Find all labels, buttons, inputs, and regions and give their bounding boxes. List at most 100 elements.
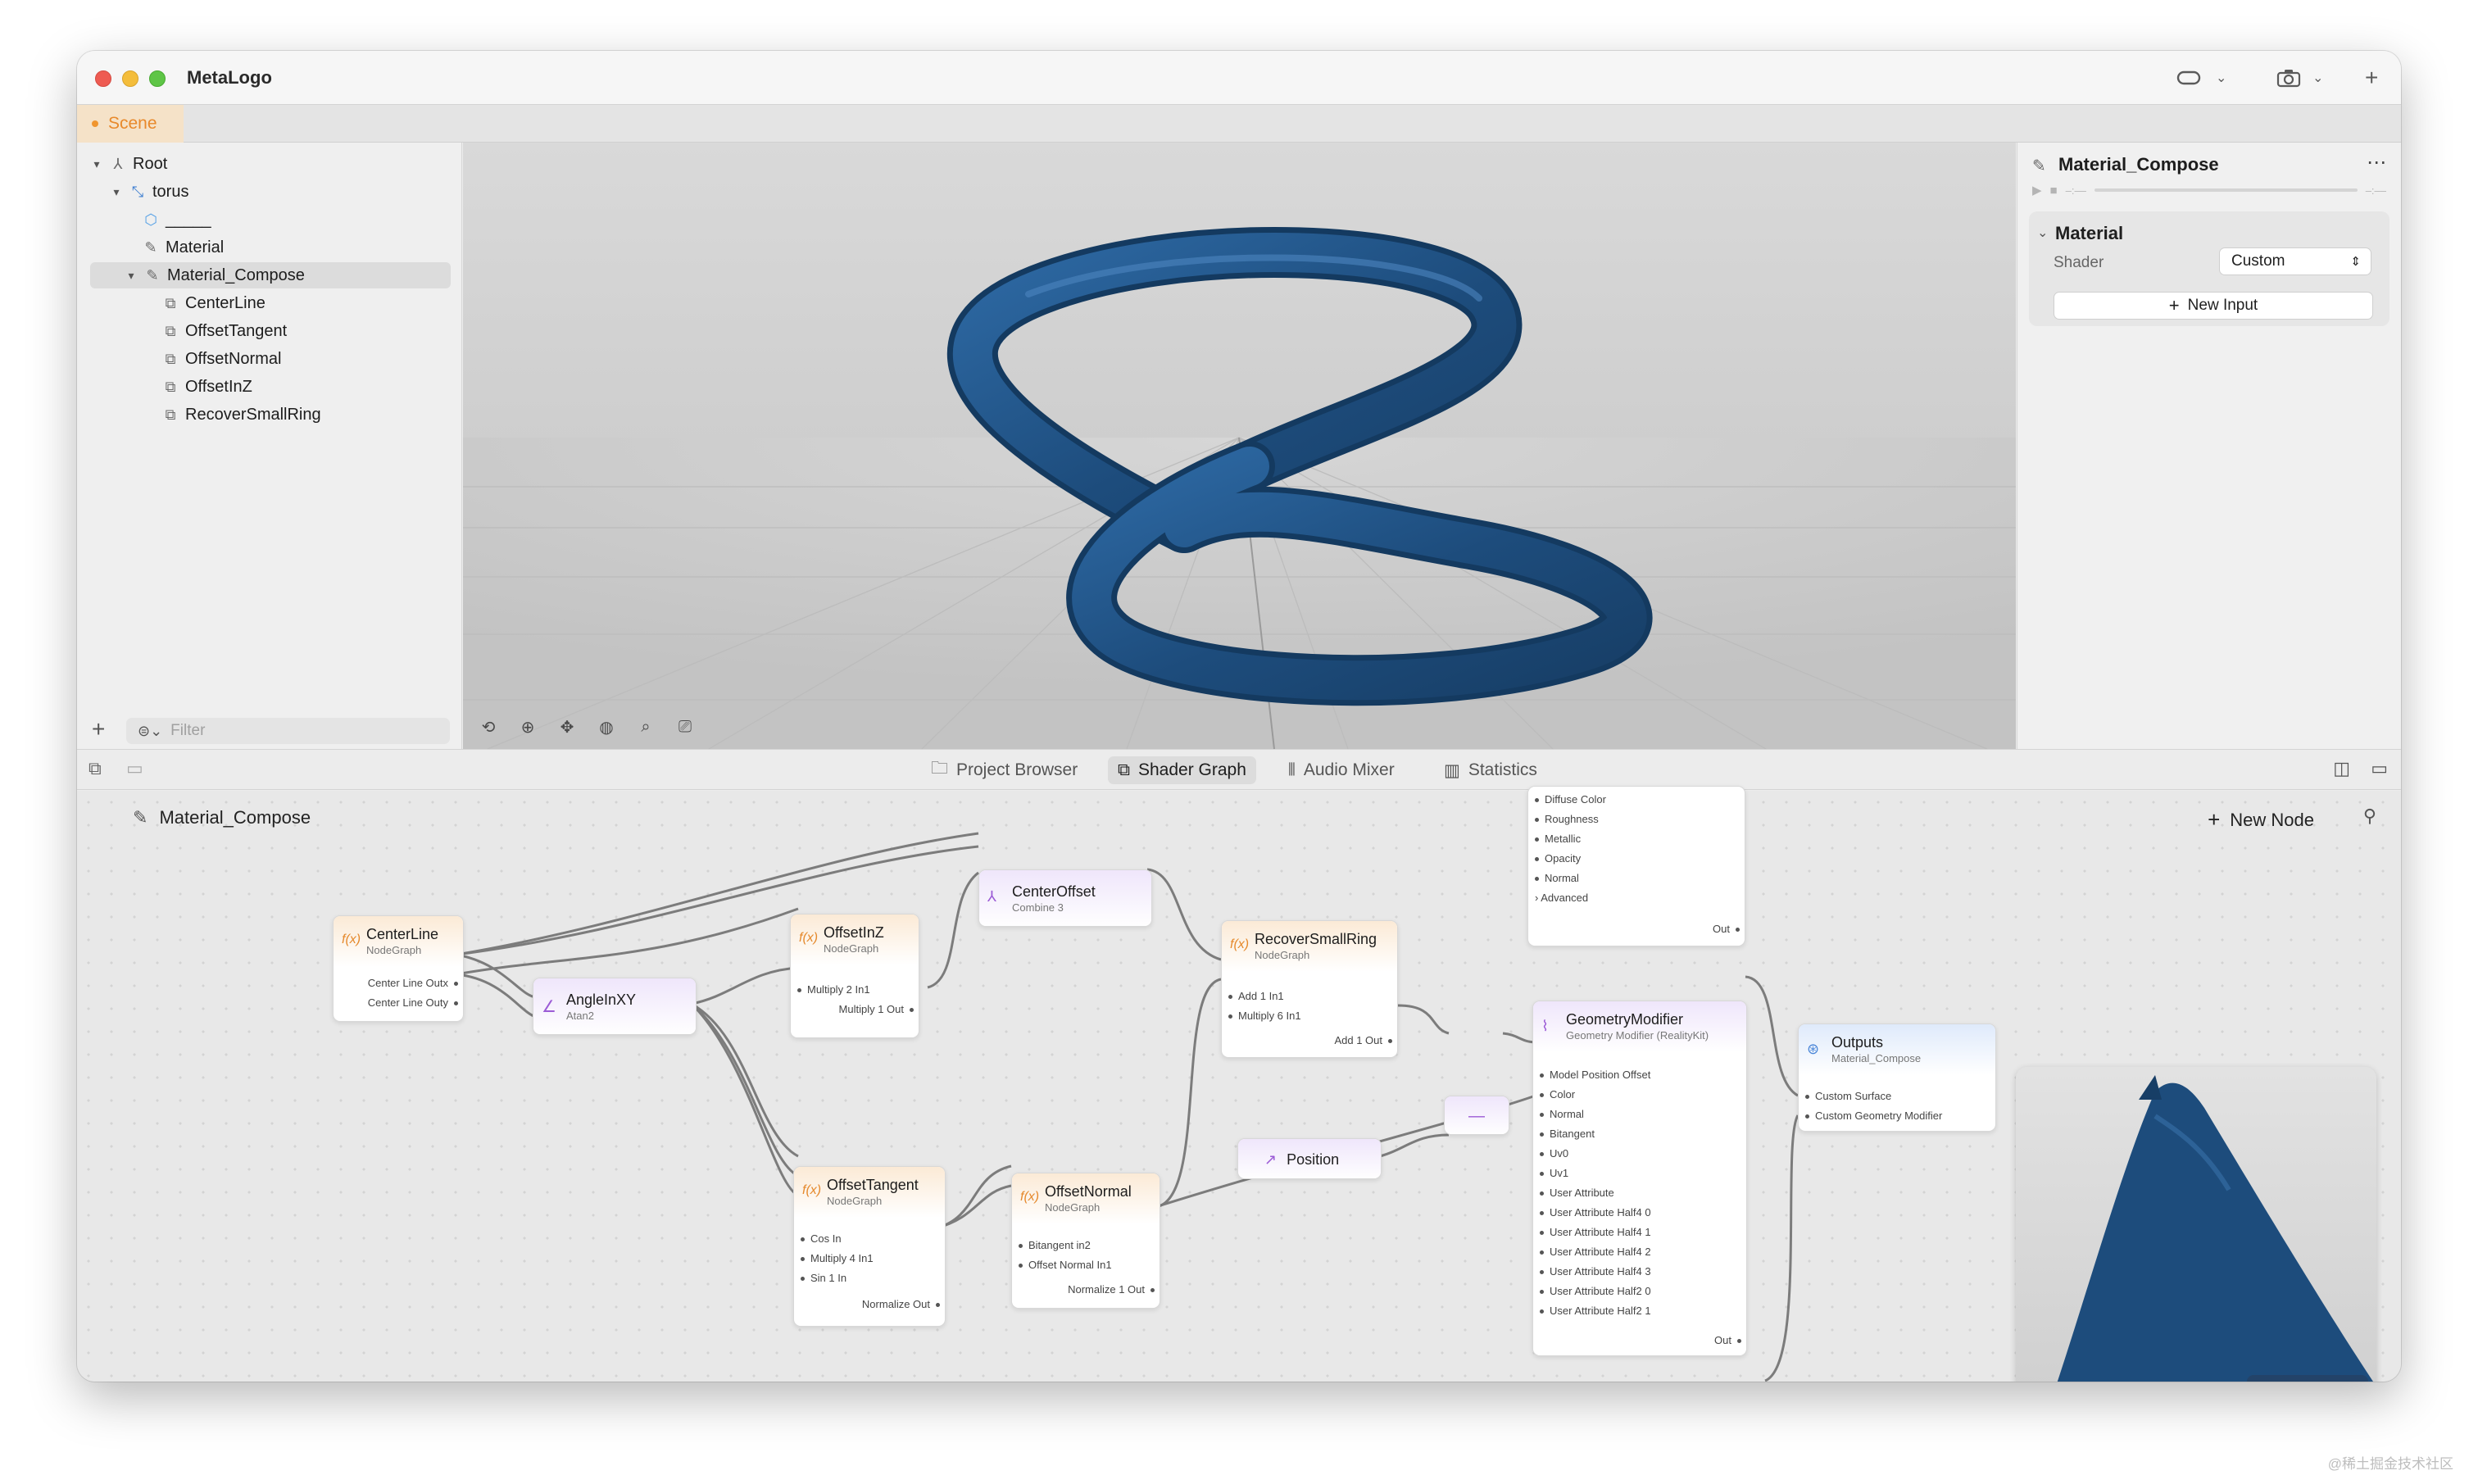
- node-recoversmallring[interactable]: f(x) RecoverSmallRing NodeGraph Add 1 In…: [1221, 920, 1398, 1058]
- preview-environment-button[interactable]: ⛰⌄: [2327, 1379, 2349, 1382]
- port-add-1-out[interactable]: Add 1 Out: [1334, 1034, 1392, 1046]
- node-offsetinz[interactable]: f(x) OffsetInZ NodeGraph Multiply 2 In1 …: [790, 914, 919, 1038]
- node-centerline[interactable]: f(x) CenterLine NodeGraph Center Line Ou…: [333, 915, 464, 1022]
- port-multiply-4-in1[interactable]: Multiply 4 In1: [801, 1252, 874, 1264]
- port-multiply-1-out[interactable]: Multiply 1 Out: [838, 1003, 914, 1015]
- node-subtract[interactable]: —: [1444, 1096, 1509, 1135]
- port-custom-surface[interactable]: Custom Surface: [1804, 1090, 1892, 1102]
- zoom-tool-button[interactable]: ⌕: [635, 716, 656, 737]
- sidebar-toggle-icon[interactable]: ▭: [126, 758, 143, 778]
- tree-item-offsetnormal[interactable]: ⧉ OffsetNormal: [162, 346, 451, 372]
- port-metallic[interactable]: Metallic: [1534, 833, 1582, 845]
- port-advanced[interactable]: › Advanced: [1535, 892, 1589, 904]
- shader-select[interactable]: Custom ⇕: [2219, 247, 2371, 275]
- tree-item-centerline[interactable]: ⧉ CenterLine: [162, 290, 451, 316]
- play-icon[interactable]: ▶: [2032, 184, 2042, 197]
- port-multiply-2-in1[interactable]: Multiply 2 In1: [797, 983, 870, 996]
- port-user-attribute-half4-1[interactable]: User Attribute Half4 1: [1540, 1226, 1651, 1238]
- orbit-tool-button[interactable]: ⟲: [478, 716, 499, 737]
- port-uv1[interactable]: Uv1: [1539, 1167, 1569, 1179]
- node-offsettangent[interactable]: f(x) OffsetTangent NodeGraph Cos In Mult…: [793, 1166, 946, 1327]
- add-entity-button[interactable]: +: [92, 716, 105, 742]
- port-sin-1-in[interactable]: Sin 1 In: [800, 1272, 847, 1284]
- tree-item-model[interactable]: ⬡ _____: [143, 206, 451, 233]
- port-out[interactable]: Out: [1714, 1334, 1741, 1346]
- port-user-attribute-half4-3[interactable]: User Attribute Half4 3: [1540, 1265, 1651, 1278]
- camera-tool-button[interactable]: ⎚: [674, 716, 696, 737]
- select-tool-button[interactable]: ⊕: [517, 716, 538, 737]
- headset-menu-button[interactable]: ⌄: [2176, 64, 2226, 92]
- port-multiply-6-in1[interactable]: Multiply 6 In1: [1228, 1010, 1301, 1022]
- port-out[interactable]: Out: [1713, 923, 1740, 935]
- add-tab-button[interactable]: +: [2365, 64, 2378, 92]
- port-user-attribute[interactable]: User Attribute: [1540, 1187, 1614, 1199]
- tree-item-offsetinz[interactable]: ⧉ OffsetInZ: [162, 374, 451, 400]
- more-options-button[interactable]: ⋯: [2367, 152, 2386, 174]
- port-cos-in[interactable]: Cos In: [801, 1232, 842, 1245]
- tree-item-material[interactable]: ✎ Material: [143, 234, 451, 261]
- minimize-window-button[interactable]: [122, 70, 138, 87]
- tree-item-recoversmallring[interactable]: ⧉ RecoverSmallRing: [162, 402, 451, 428]
- node-centeroffset[interactable]: ⅄ CenterOffset Combine 3: [978, 869, 1152, 927]
- filter-options-icon[interactable]: ⊜⌄: [138, 722, 163, 739]
- pin-button[interactable]: ⚲: [2363, 806, 2376, 827]
- tab-scene[interactable]: Scene: [77, 105, 184, 143]
- camera-menu-button[interactable]: ⌄: [2276, 64, 2323, 92]
- node-position[interactable]: ↗ Position: [1237, 1138, 1382, 1179]
- animation-scrubber[interactable]: ▶ ■ –:–– –:––: [2032, 182, 2386, 198]
- port-roughness[interactable]: Roughness: [1535, 813, 1599, 825]
- tree-item-root[interactable]: ▾ ⅄ Root: [90, 151, 451, 177]
- node-offsetnormal[interactable]: f(x) OffsetNormal NodeGraph Bitangent in…: [1011, 1173, 1160, 1309]
- maximize-window-button[interactable]: [149, 70, 166, 87]
- port-model-position-offset[interactable]: Model Position Offset: [1539, 1069, 1651, 1081]
- port-color[interactable]: Color: [1539, 1088, 1576, 1101]
- port-diffuse-color[interactable]: Diffuse Color: [1535, 793, 1606, 806]
- port-user-attribute-half2-1[interactable]: User Attribute Half2 1: [1540, 1305, 1651, 1317]
- node-angleinxy[interactable]: ∠ AngleInXY Atan2: [533, 978, 697, 1035]
- inspector-toggle-icon[interactable]: ◫: [2333, 758, 2350, 778]
- port-offset-normal-in1[interactable]: Offset Normal In1: [1019, 1259, 1112, 1271]
- new-input-button[interactable]: + New Input: [2054, 292, 2373, 320]
- port-normalize-out[interactable]: Normalize Out: [861, 1298, 941, 1310]
- port-user-attribute-half4-0[interactable]: User Attribute Half4 0: [1540, 1206, 1651, 1219]
- node-surface[interactable]: Diffuse Color Roughness Metallic Opacity…: [1527, 786, 1745, 946]
- port-normalize-1-out[interactable]: Normalize 1 Out: [1068, 1283, 1155, 1296]
- port-add-1-in1[interactable]: Add 1 In1: [1228, 990, 1284, 1002]
- stop-icon[interactable]: ■: [2049, 183, 2058, 197]
- port-normal[interactable]: Normal: [1540, 1108, 1584, 1120]
- chevron-down-icon[interactable]: ⌄: [2037, 226, 2049, 240]
- bottom-panel-toggle-icon[interactable]: ▭: [2371, 758, 2388, 778]
- material-preview[interactable]: ⬡⌄ ⛰⌄: [2016, 1067, 2376, 1382]
- stacked-windows-icon[interactable]: ⧉: [88, 758, 102, 778]
- tab-shader-graph[interactable]: ⧉ Shader Graph: [1108, 756, 1256, 784]
- port-bitangent-in2[interactable]: Bitangent in2: [1019, 1239, 1091, 1251]
- port-custom-geometry-modifier[interactable]: Custom Geometry Modifier: [1804, 1110, 1943, 1122]
- tree-item-offsettangent[interactable]: ⧉ OffsetTangent: [162, 318, 451, 344]
- preview-shape-button[interactable]: ⬡⌄: [2266, 1379, 2288, 1382]
- rotate-tool-button[interactable]: ◍: [596, 716, 617, 737]
- close-window-button[interactable]: [95, 70, 111, 87]
- new-node-button[interactable]: + New Node: [2208, 807, 2314, 833]
- port-normal[interactable]: Normal: [1535, 872, 1579, 884]
- timeline-track[interactable]: [2094, 188, 2358, 192]
- port-center-line-outx[interactable]: Center Line Outx: [367, 977, 459, 989]
- port-user-attribute-half4-2[interactable]: User Attribute Half4 2: [1540, 1246, 1651, 1258]
- 3d-viewport[interactable]: ⟲ ⊕ ✥ ◍ ⌕ ⎚: [463, 143, 2016, 749]
- tab-audio-mixer[interactable]: ⫴ Audio Mixer: [1278, 756, 1405, 784]
- filter-field[interactable]: ⊜⌄ Filter: [126, 718, 450, 744]
- shader-graph-canvas[interactable]: ✎ Material_Compose + New Node ⚲: [77, 786, 2401, 1382]
- chevron-down-icon[interactable]: ▾: [128, 268, 134, 282]
- tree-item-material-compose[interactable]: ▾ ✎ Material_Compose: [90, 262, 451, 288]
- tree-item-torus[interactable]: ▾ ⤡ torus: [110, 179, 451, 205]
- chevron-down-icon[interactable]: ▾: [113, 184, 120, 198]
- chevron-down-icon[interactable]: ▾: [93, 157, 100, 170]
- pan-tool-button[interactable]: ✥: [556, 716, 578, 737]
- node-geometrymodifier[interactable]: ⌇ GeometryModifier Geometry Modifier (Re…: [1532, 1001, 1747, 1356]
- port-uv0[interactable]: Uv0: [1539, 1147, 1569, 1160]
- port-user-attribute-half2-0[interactable]: User Attribute Half2 0: [1540, 1285, 1651, 1297]
- port-opacity[interactable]: Opacity: [1534, 852, 1582, 865]
- tab-statistics[interactable]: ▥ Statistics: [1434, 756, 1547, 784]
- port-bitangent[interactable]: Bitangent: [1540, 1128, 1595, 1140]
- port-center-line-outy[interactable]: Center Line Outy: [367, 996, 459, 1009]
- node-outputs[interactable]: ⊛ Outputs Material_Compose Custom Surfac…: [1798, 1023, 1996, 1132]
